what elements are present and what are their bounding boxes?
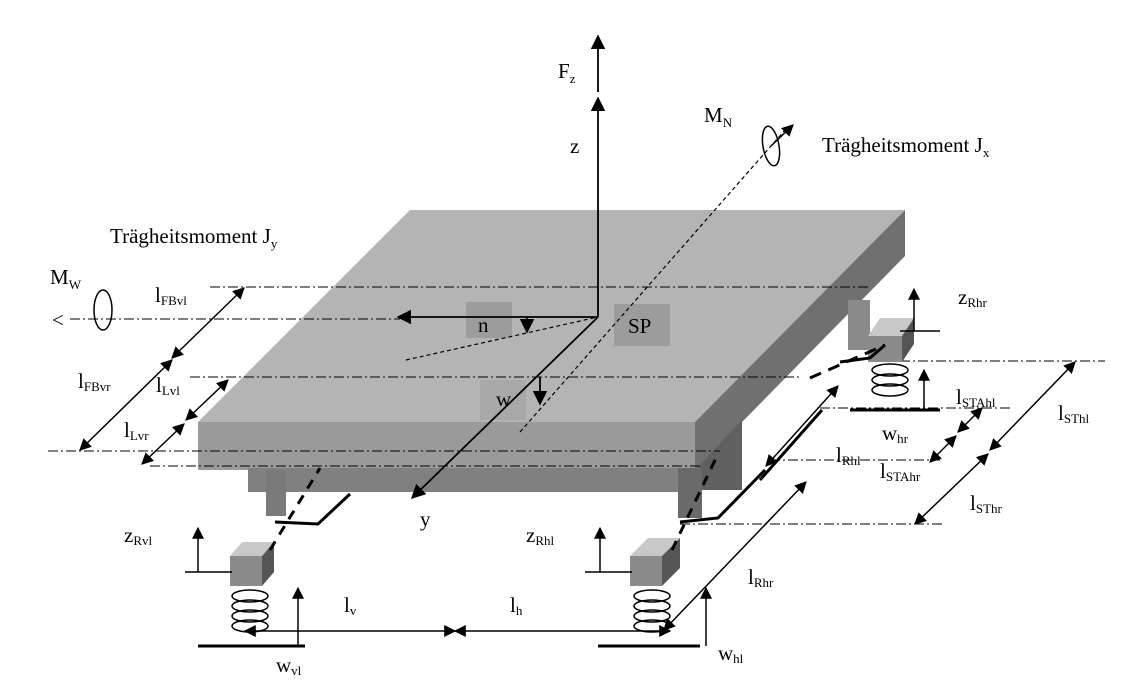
vehicle-body [198,210,905,492]
body-front-face [198,422,695,470]
moment-symbols [93,124,794,331]
mass-front-left-front [230,556,262,586]
spring-rear-left [633,589,671,633]
lrhl-label: lRhl [836,443,861,468]
damper-front-left [266,470,286,516]
spring-front-left [231,589,269,633]
mw-label: MW [50,265,82,292]
jx-label: Trägheitsmoment Jx [822,133,990,160]
fz-label: Fz [558,59,576,86]
link-front-left [274,492,352,526]
lh-label: lh [510,593,523,618]
mass-front-left-side [262,542,274,586]
dim-lstahr-line [929,435,957,463]
mn-rotation-icon [761,125,781,167]
sp-label: SP [628,314,651,338]
moment-axes [405,129,786,433]
w-axis-label: w [496,387,512,411]
dim-llvr-line [141,423,185,465]
dim-lstahl-line [957,407,983,433]
mn-axis-line [519,129,786,433]
dim-lfbvr-line [79,359,173,451]
body-top-face [198,210,905,422]
dim-lsthl-line [989,361,1076,451]
mn-label: MN [704,103,733,130]
damper-rear-right [848,300,870,350]
mn-vector-arrow [770,124,794,147]
zrhl-label: zRhl [526,523,554,548]
link-dash-rear-right [809,343,886,380]
body-side-face [695,210,905,470]
dim-lsthr-line [914,453,989,525]
link-dash-front-left [268,467,322,551]
lsthr-label: lSThr [970,491,1003,516]
wheel-front-left [198,467,352,648]
lfbvr-label: lFBvr [78,369,111,394]
spring-rear-right [871,363,909,397]
wheel-rear-right [758,300,940,481]
wvl-label: wvl [276,653,302,678]
body-underside [248,468,698,492]
mass-front-left [230,542,274,556]
mw-arrow-glyph: < [52,308,64,332]
label-box-w [480,380,526,420]
y-axis-label: y [420,507,431,531]
lv-label: lv [344,593,357,618]
llvr-label: lLvr [124,418,149,443]
lsthl-label: lSThl [1058,401,1090,426]
mass-rear-left-front [630,556,662,586]
n-axis-label: n [478,313,489,337]
llvl-label: lLvl [156,373,180,398]
jy-label: Trägheitsmoment Jy [110,224,278,251]
mass-rear-right-side [902,318,914,362]
dim-lfbvl-line [171,287,245,359]
coordinate-axes [396,34,606,500]
zrhr-label: zRhr [958,285,987,310]
lstahl-label: lSTAhl [956,385,996,410]
lfbvl-label: lFBvl [155,283,187,308]
label-box-n [466,302,512,338]
pitch-axis-line [405,316,599,361]
label-box-sp [614,304,670,346]
body-rear-shadow [695,420,742,490]
dimension-lines [79,287,1076,637]
whl-label: whl [718,641,744,666]
mw-rotation-icon [93,289,113,331]
base-rear-right [758,409,824,481]
y-axis-arrow [410,316,599,500]
z-axis-label: z [570,134,579,158]
lrhr-label: lRhr [748,565,774,590]
dim-lrhr-line [663,481,807,631]
dim-llvl-line [185,379,229,421]
lstahr-label: lSTAhr [880,459,921,484]
zrvl-label: zRvl [124,523,152,548]
dim-lrhl-line [765,385,839,467]
whr-label: whr [882,421,909,446]
